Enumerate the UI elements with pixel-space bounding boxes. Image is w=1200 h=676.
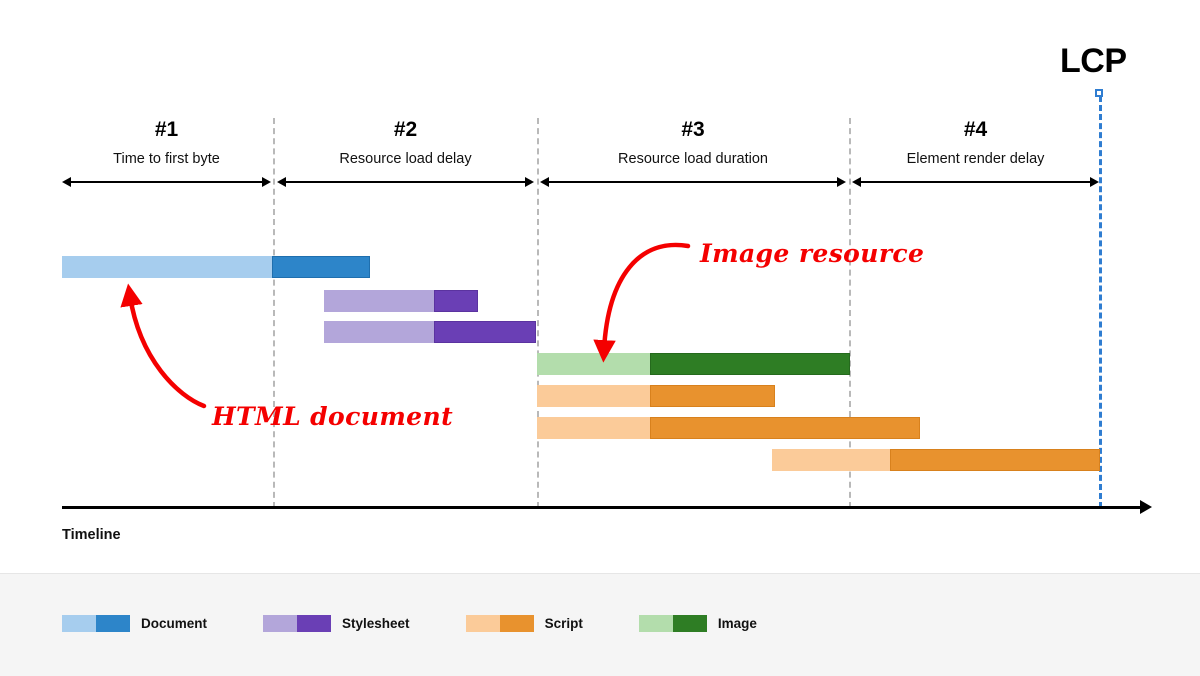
phase-divider-1 <box>273 118 275 508</box>
phase-2-number: #2 <box>393 118 418 141</box>
resource-bar-document <box>62 256 370 278</box>
resource-bar-script-3-wait <box>772 449 890 471</box>
timeline-axis-label: Timeline <box>62 527 121 543</box>
phase-4-measure-arrow <box>852 177 1099 187</box>
legend-label-script: Script <box>544 616 583 631</box>
resource-bar-script-3 <box>772 449 1100 471</box>
resource-bar-script-1 <box>537 385 775 407</box>
resource-bar-script-2 <box>537 417 920 439</box>
phase-divider-3 <box>849 118 851 508</box>
legend-swatch-stylesheet-icon <box>263 615 332 632</box>
resource-bar-script-3-download <box>890 449 1100 471</box>
legend-item-stylesheet: Stylesheet <box>263 615 410 632</box>
phase-3-number: #3 <box>681 118 705 141</box>
legend-item-image: Image <box>638 615 757 632</box>
legend-label-stylesheet: Stylesheet <box>342 616 410 631</box>
resource-bar-script-1-download <box>650 385 775 407</box>
resource-bar-document-download <box>272 256 370 278</box>
resource-bar-document-wait <box>62 256 272 278</box>
resource-bar-image <box>537 353 850 375</box>
phase-divider-2 <box>537 118 539 508</box>
resource-bar-stylesheet-2 <box>324 321 536 343</box>
resource-bar-stylesheet-1-download <box>434 290 478 312</box>
resource-bar-stylesheet-2-wait <box>324 321 434 343</box>
legend-swatch-document-icon <box>62 615 130 632</box>
timeline-axis <box>62 506 1142 509</box>
phase-1-number: #1 <box>154 118 179 141</box>
resource-bar-script-1-wait <box>537 385 650 407</box>
phase-4-number: #4 <box>963 118 988 141</box>
legend-item-script: Script <box>465 615 583 632</box>
phase-3-measure-arrow <box>540 177 846 187</box>
phase-1-measure-arrow <box>62 177 271 187</box>
image-resource-annotation: Image resource <box>700 239 925 268</box>
legend-swatch-image-icon <box>638 615 707 632</box>
resource-bar-stylesheet-1 <box>324 290 478 312</box>
lcp-marker-line <box>1099 96 1102 508</box>
resource-bar-script-2-download <box>650 417 920 439</box>
image-resource-arrow-icon <box>593 242 691 363</box>
lcp-marker-label: LCP <box>1060 42 1127 80</box>
resource-bar-stylesheet-2-download <box>434 321 536 343</box>
phase-3-name: Resource load duration <box>618 151 768 167</box>
legend-swatch-script-icon <box>465 615 534 632</box>
legend-label-image: Image <box>717 616 757 631</box>
phase-4-name: Element render delay <box>906 151 1045 167</box>
resource-bar-image-wait <box>537 353 650 375</box>
phase-1-name: Time to first byte <box>113 151 220 167</box>
legend-label-document: Document <box>141 616 208 631</box>
legend: Document Stylesheet Script Image <box>62 615 813 632</box>
resource-bar-image-download <box>650 353 850 375</box>
legend-item-document: Document <box>62 615 207 632</box>
html-document-annotation: HTML document <box>212 402 454 431</box>
resource-bar-script-2-wait <box>537 417 650 439</box>
legend-panel <box>0 573 1200 676</box>
timeline-axis-arrow-icon <box>1140 500 1152 514</box>
html-document-arrow-icon <box>120 283 207 409</box>
resource-bar-stylesheet-1-wait <box>324 290 434 312</box>
phase-2-name: Resource load delay <box>339 151 472 167</box>
phase-2-measure-arrow <box>277 177 534 187</box>
